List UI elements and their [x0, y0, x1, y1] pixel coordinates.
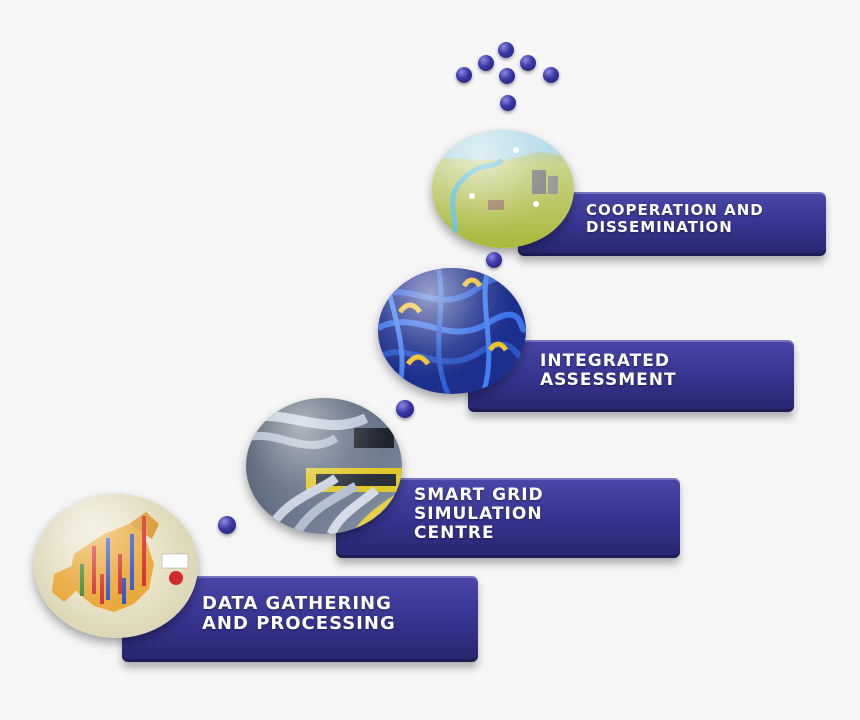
connector-dot — [396, 400, 414, 418]
arrow-dot — [456, 67, 472, 83]
step-label-smart-grid: SMART GRID SIMULATION CENTRE — [414, 485, 544, 544]
step-label-cooperation: COOPERATION AND DISSEMINATION — [586, 201, 764, 236]
landscape-network-icon — [432, 130, 574, 248]
server-cables-icon — [246, 398, 402, 534]
connector-dot — [218, 516, 236, 534]
arrow-dot — [500, 95, 516, 111]
blue-wires-icon — [378, 268, 526, 394]
step-label-data-gathering: DATA GATHERING AND PROCESSING — [202, 593, 396, 635]
europe-map-icon — [34, 494, 198, 638]
arrow-dot — [478, 55, 494, 71]
step-label-integrated-assessment: INTEGRATED ASSESSMENT — [540, 351, 677, 391]
arrow-dot — [543, 67, 559, 83]
arrow-dot — [498, 42, 514, 58]
arrow-dot — [499, 68, 515, 84]
connector-dot — [486, 252, 502, 268]
arrow-dot — [520, 55, 536, 71]
